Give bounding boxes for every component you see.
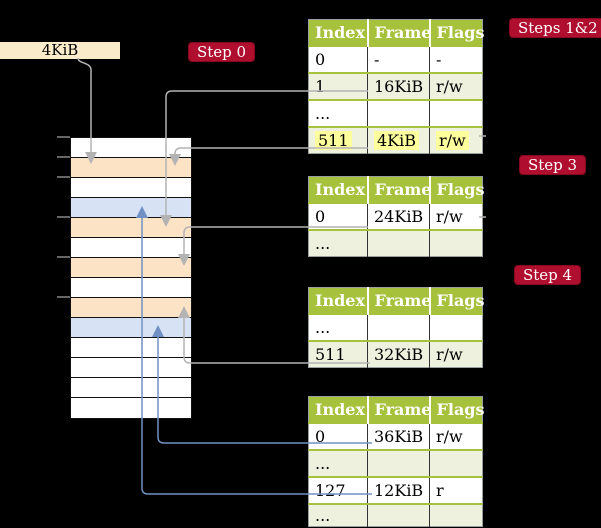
cell-flags [429, 99, 483, 127]
highlight: 4KiB [374, 131, 420, 150]
table-row: ... [308, 313, 483, 341]
col-header-frame: Frame [367, 287, 431, 314]
table-header-row: Index Frame Flags [308, 19, 485, 46]
memory-row-11-white [71, 358, 191, 378]
badge-step-3: Step 3 [519, 155, 587, 175]
memory-row-6-peach [71, 258, 191, 278]
memory-row-9-blue [71, 318, 191, 338]
cell-index: 511 [308, 126, 368, 154]
col-header-frame: Frame [367, 176, 431, 203]
memory-row-4-peach [71, 218, 191, 238]
cell-index: ... [308, 313, 368, 341]
cell-flags: - [429, 45, 483, 73]
cell-frame [367, 229, 430, 257]
page-table-3: Index Frame Flags ... 511 32KiB r/w [308, 287, 485, 368]
table-row: ... [308, 99, 483, 127]
cell-flags [429, 313, 483, 341]
cell-flags: r [429, 476, 483, 504]
cell-index: 511 [308, 340, 368, 368]
page-table-1: Index Frame Flags 0 - - 1 16KiB r/w ... … [308, 19, 485, 154]
col-header-index: Index [308, 396, 369, 423]
cell-index: ... [308, 99, 368, 127]
ruler-tick [57, 256, 70, 258]
col-header-index: Index [308, 19, 369, 46]
frame-size-label: 4KiB [41, 41, 79, 59]
cell-flags: r/w [429, 422, 483, 450]
cell-index: 0 [308, 422, 368, 450]
memory-row-7-white [71, 278, 191, 298]
cell-flags [429, 229, 483, 257]
cell-frame [367, 503, 430, 527]
cell-index: 0 [308, 202, 368, 230]
cell-frame [367, 99, 430, 127]
cell-frame [367, 449, 430, 477]
cell-flags: r/w [429, 202, 483, 230]
frame-size-box: 4KiB [0, 42, 120, 59]
cell-flags: r/w [429, 72, 483, 100]
col-header-flags: Flags [429, 176, 485, 203]
col-header-flags: Flags [429, 19, 485, 46]
ruler-tick [57, 216, 70, 218]
memory-row-0-white [71, 138, 191, 158]
col-header-index: Index [308, 287, 369, 314]
ruler-tick [57, 136, 70, 138]
badge-steps-1-2: Steps 1&2 [509, 18, 601, 38]
table-row: 0 24KiB r/w [308, 202, 483, 230]
cell-flags [429, 449, 483, 477]
table-row: 1 16KiB r/w [308, 72, 483, 100]
col-header-frame: Frame [367, 19, 431, 46]
cell-frame: 32KiB [367, 340, 430, 368]
cell-frame: 12KiB [367, 476, 430, 504]
memory-row-12-white [71, 378, 191, 398]
cell-frame [367, 313, 430, 341]
memory-row-3-blue [71, 198, 191, 218]
cell-index: 1 [308, 72, 368, 100]
cell-frame: - [367, 45, 430, 73]
table-header-row: Index Frame Flags [308, 176, 485, 203]
page-table-4: Index Frame Flags 0 36KiB r/w ... 127 12… [308, 396, 485, 527]
col-header-flags: Flags [429, 396, 485, 423]
memory-stack [70, 137, 192, 419]
page-table-2: Index Frame Flags 0 24KiB r/w ... [308, 176, 485, 257]
cell-index: ... [308, 229, 368, 257]
cell-frame: 4KiB [367, 126, 430, 154]
cell-flags [429, 503, 483, 527]
cell-index: 0 [308, 45, 368, 73]
table-header-row: Index Frame Flags [308, 396, 485, 423]
cell-frame: 24KiB [367, 202, 430, 230]
table-row: 127 12KiB r [308, 476, 483, 504]
ruler-tick [57, 156, 70, 158]
badge-step-0: Step 0 [188, 42, 256, 62]
cell-index: ... [308, 449, 368, 477]
ruler-tick [57, 296, 70, 298]
col-header-frame: Frame [367, 396, 431, 423]
cell-index: ... [308, 503, 368, 527]
highlight: r/w [436, 131, 469, 150]
cell-flags: r/w [429, 340, 483, 368]
table-row: ... [308, 449, 483, 477]
badge-step-4: Step 4 [514, 265, 582, 285]
cell-index: 127 [308, 476, 368, 504]
memory-row-13-white [71, 398, 191, 418]
cell-frame: 16KiB [367, 72, 430, 100]
memory-row-10-white [71, 338, 191, 358]
table-row: 0 36KiB r/w [308, 422, 483, 450]
ruler-tick [57, 176, 70, 178]
highlight: 511 [315, 131, 352, 150]
memory-row-5-white [71, 238, 191, 258]
table-row: 511 32KiB r/w [308, 340, 483, 368]
table-row: ... [308, 229, 483, 257]
table-header-row: Index Frame Flags [308, 287, 485, 314]
col-header-flags: Flags [429, 287, 485, 314]
cell-frame: 36KiB [367, 422, 430, 450]
memory-row-8-peach [71, 298, 191, 318]
table-row-highlighted: 511 4KiB r/w [308, 126, 483, 154]
table-row: 0 - - [308, 45, 483, 73]
col-header-index: Index [308, 176, 369, 203]
memory-row-2-white [71, 178, 191, 198]
memory-row-1-peach [71, 158, 191, 178]
cell-flags: r/w [429, 126, 483, 154]
table-row: ... [308, 503, 483, 527]
